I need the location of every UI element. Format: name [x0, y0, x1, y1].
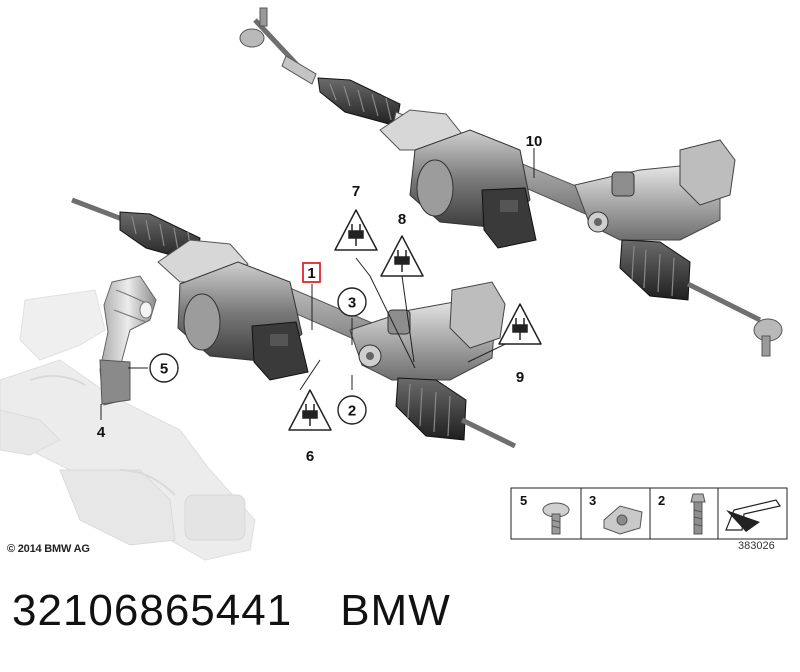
- electrical-plug-icon: [394, 250, 410, 272]
- callout-4[interactable]: 4: [97, 424, 106, 441]
- legend-cell-3-label: 3: [589, 493, 596, 508]
- heat-shield-part-4: [99, 275, 157, 406]
- callout-8-label: 8: [398, 211, 406, 228]
- clip-nut-icon: [603, 505, 643, 535]
- callout-10[interactable]: 10: [526, 133, 543, 150]
- steering-rack-lower-part-1: [71, 197, 517, 449]
- callout-3[interactable]: 3: [337, 287, 367, 317]
- legend-cell-5-label: 5: [520, 493, 527, 508]
- callout-1[interactable]: 1: [302, 262, 321, 283]
- legend-cell-2-label: 2: [658, 493, 665, 508]
- callout-9[interactable]: 9: [498, 303, 542, 386]
- copyright-notice: © 2014 BMW AG: [7, 543, 90, 555]
- brand-name: BMW: [340, 586, 451, 635]
- callout-7-label: 7: [352, 183, 360, 200]
- bolt-icon: [690, 493, 706, 535]
- callout-5-label: 5: [160, 361, 168, 378]
- part-caption: 32106865441 BMW: [12, 586, 451, 636]
- screw-icon: [542, 502, 570, 535]
- fastener-legend-table: 5 3 2: [510, 487, 788, 540]
- callout-2-label: 2: [348, 403, 356, 420]
- legend-cell-3[interactable]: 3: [589, 493, 643, 535]
- callout-10-label: 10: [526, 133, 543, 150]
- part-number: 32106865441: [12, 586, 293, 635]
- legend-cell-5[interactable]: 5: [520, 493, 570, 535]
- arrow-symbol-icon: [725, 499, 781, 532]
- electrical-plug-icon: [302, 404, 318, 426]
- electrical-plug-icon: [348, 224, 364, 246]
- faded-steering-rack-background: [0, 289, 256, 561]
- callout-9-label: 9: [516, 369, 524, 386]
- legend-cell-2[interactable]: 2: [658, 493, 706, 535]
- electrical-plug-icon: [512, 318, 528, 340]
- callout-6[interactable]: 6: [288, 389, 332, 465]
- callout-1-label: 1: [307, 265, 315, 282]
- callout-5[interactable]: 5: [149, 353, 179, 383]
- callout-8[interactable]: 8: [380, 211, 424, 277]
- callout-2[interactable]: 2: [337, 395, 367, 425]
- steering-rack-upper-part-10: [239, 7, 783, 357]
- callout-6-label: 6: [306, 448, 314, 465]
- callout-7[interactable]: 7: [334, 183, 378, 251]
- callout-4-label: 4: [97, 424, 106, 441]
- diagram-id: 383026: [738, 540, 775, 552]
- callout-3-label: 3: [348, 295, 356, 312]
